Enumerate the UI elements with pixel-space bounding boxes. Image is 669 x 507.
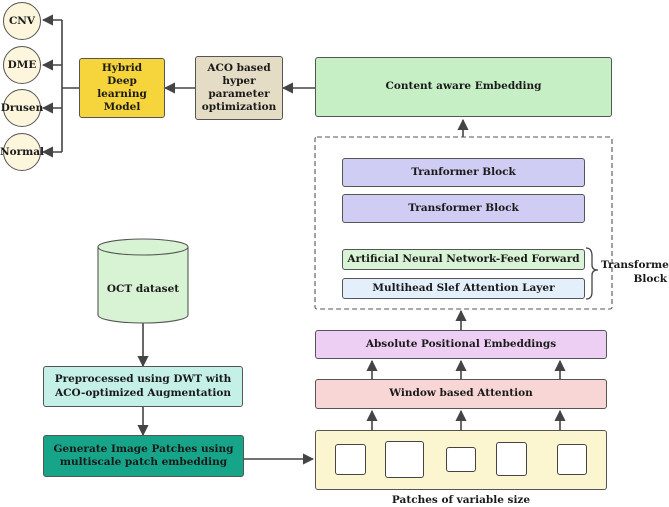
hybrid-model-box: Hybrid Deep learning Model <box>79 58 165 118</box>
preprocess-label: Preprocessed using DWT with ACO-optimize… <box>54 373 232 399</box>
positional-embeddings-label: Absolute Positional Embeddings <box>365 337 557 350</box>
output-normal-label: Normal <box>0 146 45 158</box>
aco-optimization-label: ACO based hyper parameter optimization <box>201 61 277 114</box>
dataset-label: OCT dataset <box>98 283 188 295</box>
output-cnv-node: CNV <box>3 2 41 40</box>
transformer-block-1-label: Tranformer Block <box>411 165 516 178</box>
output-normal-node: Normal <box>0 133 45 171</box>
content-embedding-label: Content aware Embedding <box>385 80 542 93</box>
patch-2 <box>385 441 424 478</box>
transformer-brace-label: Transformer Block <box>601 259 669 286</box>
output-cnv-label: CNV <box>8 15 36 27</box>
dataset-label-text: OCT dataset <box>106 283 180 295</box>
transformer-block-1: Tranformer Block <box>342 158 585 187</box>
aco-optimization-box: ACO based hyper parameter optimization <box>195 56 283 120</box>
patch-3 <box>446 447 476 472</box>
ann-feed-forward-label: Artificial Neural Network-Feed Forward <box>347 252 580 265</box>
patches-caption-text: Patches of variable size <box>391 494 531 506</box>
multihead-attention-box: Multihead Slef Attention Layer <box>342 278 585 299</box>
patch-4 <box>496 442 527 476</box>
patch-5 <box>557 444 587 475</box>
multihead-attention-label: Multihead Slef Attention Layer <box>372 281 555 294</box>
patch-gen-box: Generate Image Patches using multiscale … <box>43 435 244 477</box>
transformer-brace-text: Transformer Block <box>601 259 669 285</box>
transformer-block-2: Transformer Block <box>342 194 585 223</box>
transformer-block-2-label: Transformer Block <box>408 201 519 214</box>
output-drusen-node: Drusen <box>0 89 44 127</box>
window-attention-box: Window based Attention <box>315 379 607 409</box>
output-drusen-label: Drusen <box>0 102 44 114</box>
preprocess-box: Preprocessed using DWT with ACO-optimize… <box>43 366 243 407</box>
patch-1 <box>335 444 366 475</box>
output-dme-label: DME <box>7 59 37 71</box>
ann-feed-forward-box: Artificial Neural Network-Feed Forward <box>342 249 585 270</box>
patch-gen-label: Generate Image Patches using multiscale … <box>53 442 234 468</box>
window-attention-label: Window based Attention <box>389 387 533 400</box>
positional-embeddings-box: Absolute Positional Embeddings <box>315 330 607 359</box>
patches-caption: Patches of variable size <box>315 494 607 506</box>
output-dme-node: DME <box>3 46 41 84</box>
content-embedding-box: Content aware Embedding <box>315 57 612 117</box>
hybrid-model-label: Hybrid Deep learning Model <box>97 61 147 114</box>
